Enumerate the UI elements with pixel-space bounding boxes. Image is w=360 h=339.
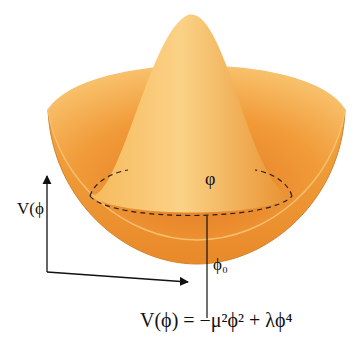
vacuum-circle <box>90 196 292 216</box>
vacuum-circle-back <box>90 170 292 196</box>
phi-axis <box>47 272 188 282</box>
axis-label: V(ϕ <box>17 200 44 217</box>
v-axis <box>46 176 47 272</box>
vacuum-line <box>206 216 207 318</box>
hat-peak <box>90 15 292 213</box>
field-label: φ <box>205 170 215 188</box>
potential-formula: V(ϕ) = −μ²ϕ² + λϕ⁴ <box>140 310 293 330</box>
vev-label: ϕ₀ <box>213 256 228 273</box>
